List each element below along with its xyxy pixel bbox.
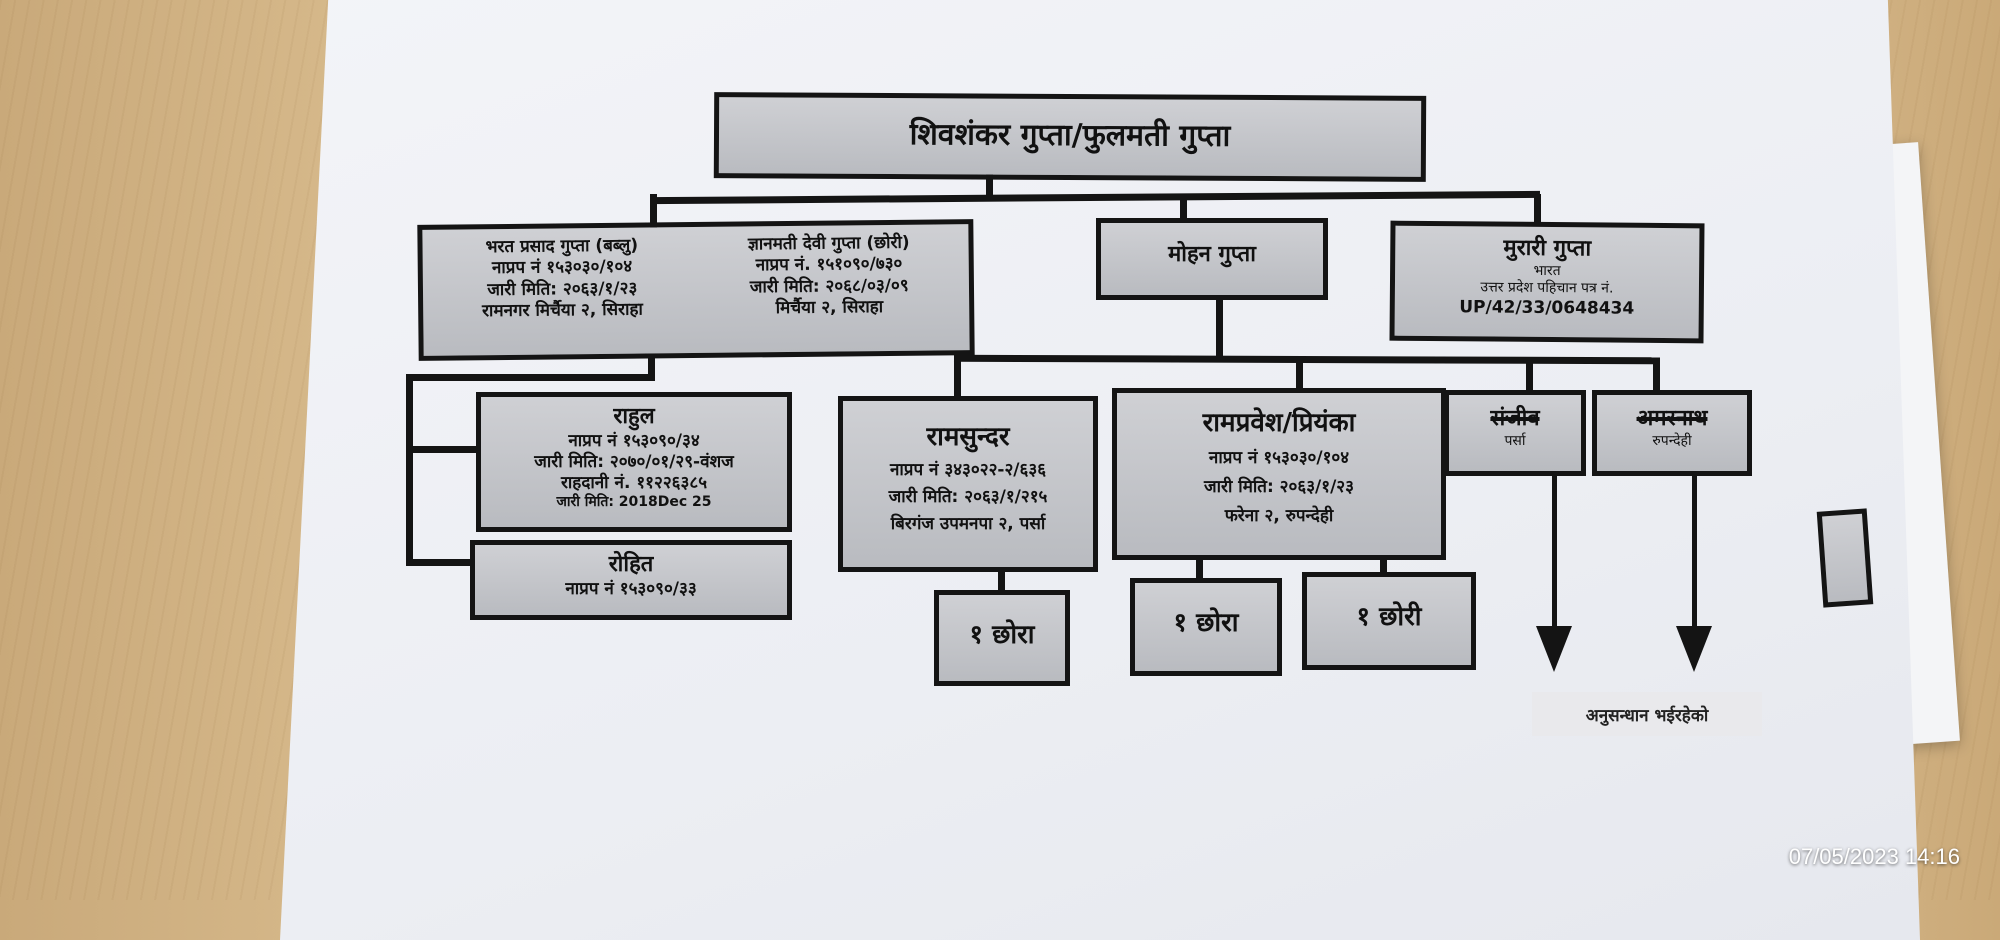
rampravesh-name: रामप्रवेश/प्रियंका xyxy=(1202,408,1356,438)
rampravesh-line-3: फरेना २, रुपन्देही xyxy=(1224,506,1334,526)
arrow-line-child2 xyxy=(1692,476,1697,636)
rohit-line-1: नाप्रप नं १५३०९०/३३ xyxy=(565,578,697,599)
ramsundar-line-3: बिरगंज उपमनपा २, पर्सा xyxy=(890,514,1046,534)
murari-child2-name: अमरनाथ xyxy=(1636,406,1708,431)
gyanmati-line-3: मिर्चैया २, सिराहा xyxy=(775,296,884,318)
rahul-line-2: जारी मिति: २०७०/०१/२९-वंशज xyxy=(534,451,734,472)
bharat-details: भरत प्रसाद गुप्ता (बब्लु) नाप्रप नं १५३०… xyxy=(481,236,643,348)
murari-line-3: UP/42/33/0648434 xyxy=(1459,296,1635,319)
connector-to-ramsundar xyxy=(954,356,961,398)
connector-to-murari-child1 xyxy=(1526,358,1533,392)
bharat-gyanmati-box: भरत प्रसाद गुप्ता (बब्लु) नाप्रप नं १५३०… xyxy=(417,219,975,361)
rahul-box: राहुल नाप्रप नं १५३०९०/३४ जारी मिति: २०७… xyxy=(476,392,792,532)
bharat-name: भरत प्रसाद गुप्ता (बब्लु) xyxy=(485,235,639,258)
bharat-line-3: रामनगर मिर्चैया २, सिराहा xyxy=(481,299,643,321)
connector-rampravesh-daughter xyxy=(1380,556,1387,582)
gyanmati-name: ज्ञानमती देवी गुप्ता (छोरी) xyxy=(747,232,910,255)
rampravesh-son-box: १ छोरा xyxy=(1130,578,1282,676)
investigation-note: अनुसन्धान भईरहेको xyxy=(1532,692,1762,736)
murari-box: मुरारी गुप्ता भारत उत्तर प्रदेश पहिचान प… xyxy=(1389,220,1705,344)
connector-to-rohit xyxy=(406,559,474,566)
connector-bharat-down xyxy=(648,356,655,378)
rampravesh-daughter-label: १ छोरी xyxy=(1356,602,1422,632)
rahul-line-4: जारी मिति: 2018Dec 25 xyxy=(556,494,712,511)
connector-to-rahul xyxy=(406,446,480,453)
mohan-box: मोहन गुप्ता xyxy=(1096,218,1328,300)
ramsundar-line-1: नाप्रप नं ३४३०२२-२/६३६ xyxy=(889,459,1047,480)
root-couple-name: शिवशंकर गुप्ता/फुलमती गुप्ता xyxy=(909,117,1231,154)
gyanmati-line-2: जारी मिति: २०६८/०३/०९ xyxy=(749,275,909,297)
connector-children-vertical xyxy=(406,374,413,566)
ramsundar-son-box: १ छोरा xyxy=(934,590,1070,686)
connector-ramsundar-son xyxy=(998,566,1005,594)
murari-child1-place: पर्सा xyxy=(1504,432,1526,449)
bharat-line-1: नाप्रप नं १५३०३०/१०४ xyxy=(491,256,633,279)
bharat-line-2: जारी मिति: २०६३/१/२३ xyxy=(487,278,638,300)
rohit-box: रोहित नाप्रप नं १५३०९०/३३ xyxy=(470,540,792,620)
ramsundar-son-label: १ छोरा xyxy=(969,620,1035,650)
rohit-name: रोहित xyxy=(608,552,654,577)
rahul-line-1: नाप्रप नं १५३०९०/३४ xyxy=(568,430,700,451)
murari-child1-box: संजीव पर्सा xyxy=(1444,390,1586,476)
ramsundar-line-2: जारी मिति: २०६३/१/२१५ xyxy=(888,486,1048,507)
rampravesh-box: रामप्रवेश/प्रियंका नाप्रप नं १५३०३०/१०४ … xyxy=(1112,388,1446,560)
ramsundar-name: रामसुन्दर xyxy=(926,422,1010,452)
murari-child1-name: संजीव xyxy=(1490,406,1540,431)
connector-to-murari xyxy=(1534,194,1541,224)
connector-rampravesh-son xyxy=(1196,556,1203,582)
rahul-line-3: राहदानी नं. ११२२६३८५ xyxy=(560,473,708,493)
rampravesh-daughter-box: १ छोरी xyxy=(1302,572,1476,670)
ramsundar-box: रामसुन्दर नाप्रप नं ३४३०२२-२/६३६ जारी मि… xyxy=(838,396,1098,572)
connector-to-mohan xyxy=(1180,196,1187,220)
photo-timestamp: 07/05/2023 14:16 xyxy=(1788,844,1960,869)
murari-child2-box: अमरनाथ रुपन्देही xyxy=(1592,390,1752,476)
rampravesh-line-2: जारी मिति: २०६३/१/२३ xyxy=(1204,476,1354,497)
gyanmati-line-1: नाप्रप नं. १५१०९०/७३० xyxy=(755,254,903,276)
root-couple-box: शिवशंकर गुप्ता/फुलमती गुप्ता xyxy=(713,92,1427,182)
mohan-name: मोहन गुप्ता xyxy=(1168,242,1256,267)
rahul-name: राहुल xyxy=(613,404,655,429)
back-page-box-fragment xyxy=(1816,508,1874,608)
connector-mohan-down xyxy=(1216,296,1223,358)
connector-root-down xyxy=(986,174,993,196)
arrow-down-icon xyxy=(1536,626,1572,672)
arrow-line-child1 xyxy=(1552,476,1557,636)
arrow-down-icon xyxy=(1676,626,1712,672)
gyanmati-details: ज्ञानमती देवी गुप्ता (छोरी) नाप्रप नं. १… xyxy=(748,233,911,345)
connector-to-bharat xyxy=(650,194,657,228)
connector-to-rampravesh xyxy=(1296,358,1303,390)
rampravesh-line-1: नाप्रप नं १५३०३०/१०४ xyxy=(1208,447,1350,468)
murari-child2-place: रुपन्देही xyxy=(1652,432,1692,449)
rampravesh-son-label: १ छोरा xyxy=(1173,608,1239,638)
connector-bharat-children-bar xyxy=(406,374,655,381)
connector-to-murari-child2 xyxy=(1653,358,1660,392)
murari-name: मुरारी गुप्ता xyxy=(1503,235,1592,262)
